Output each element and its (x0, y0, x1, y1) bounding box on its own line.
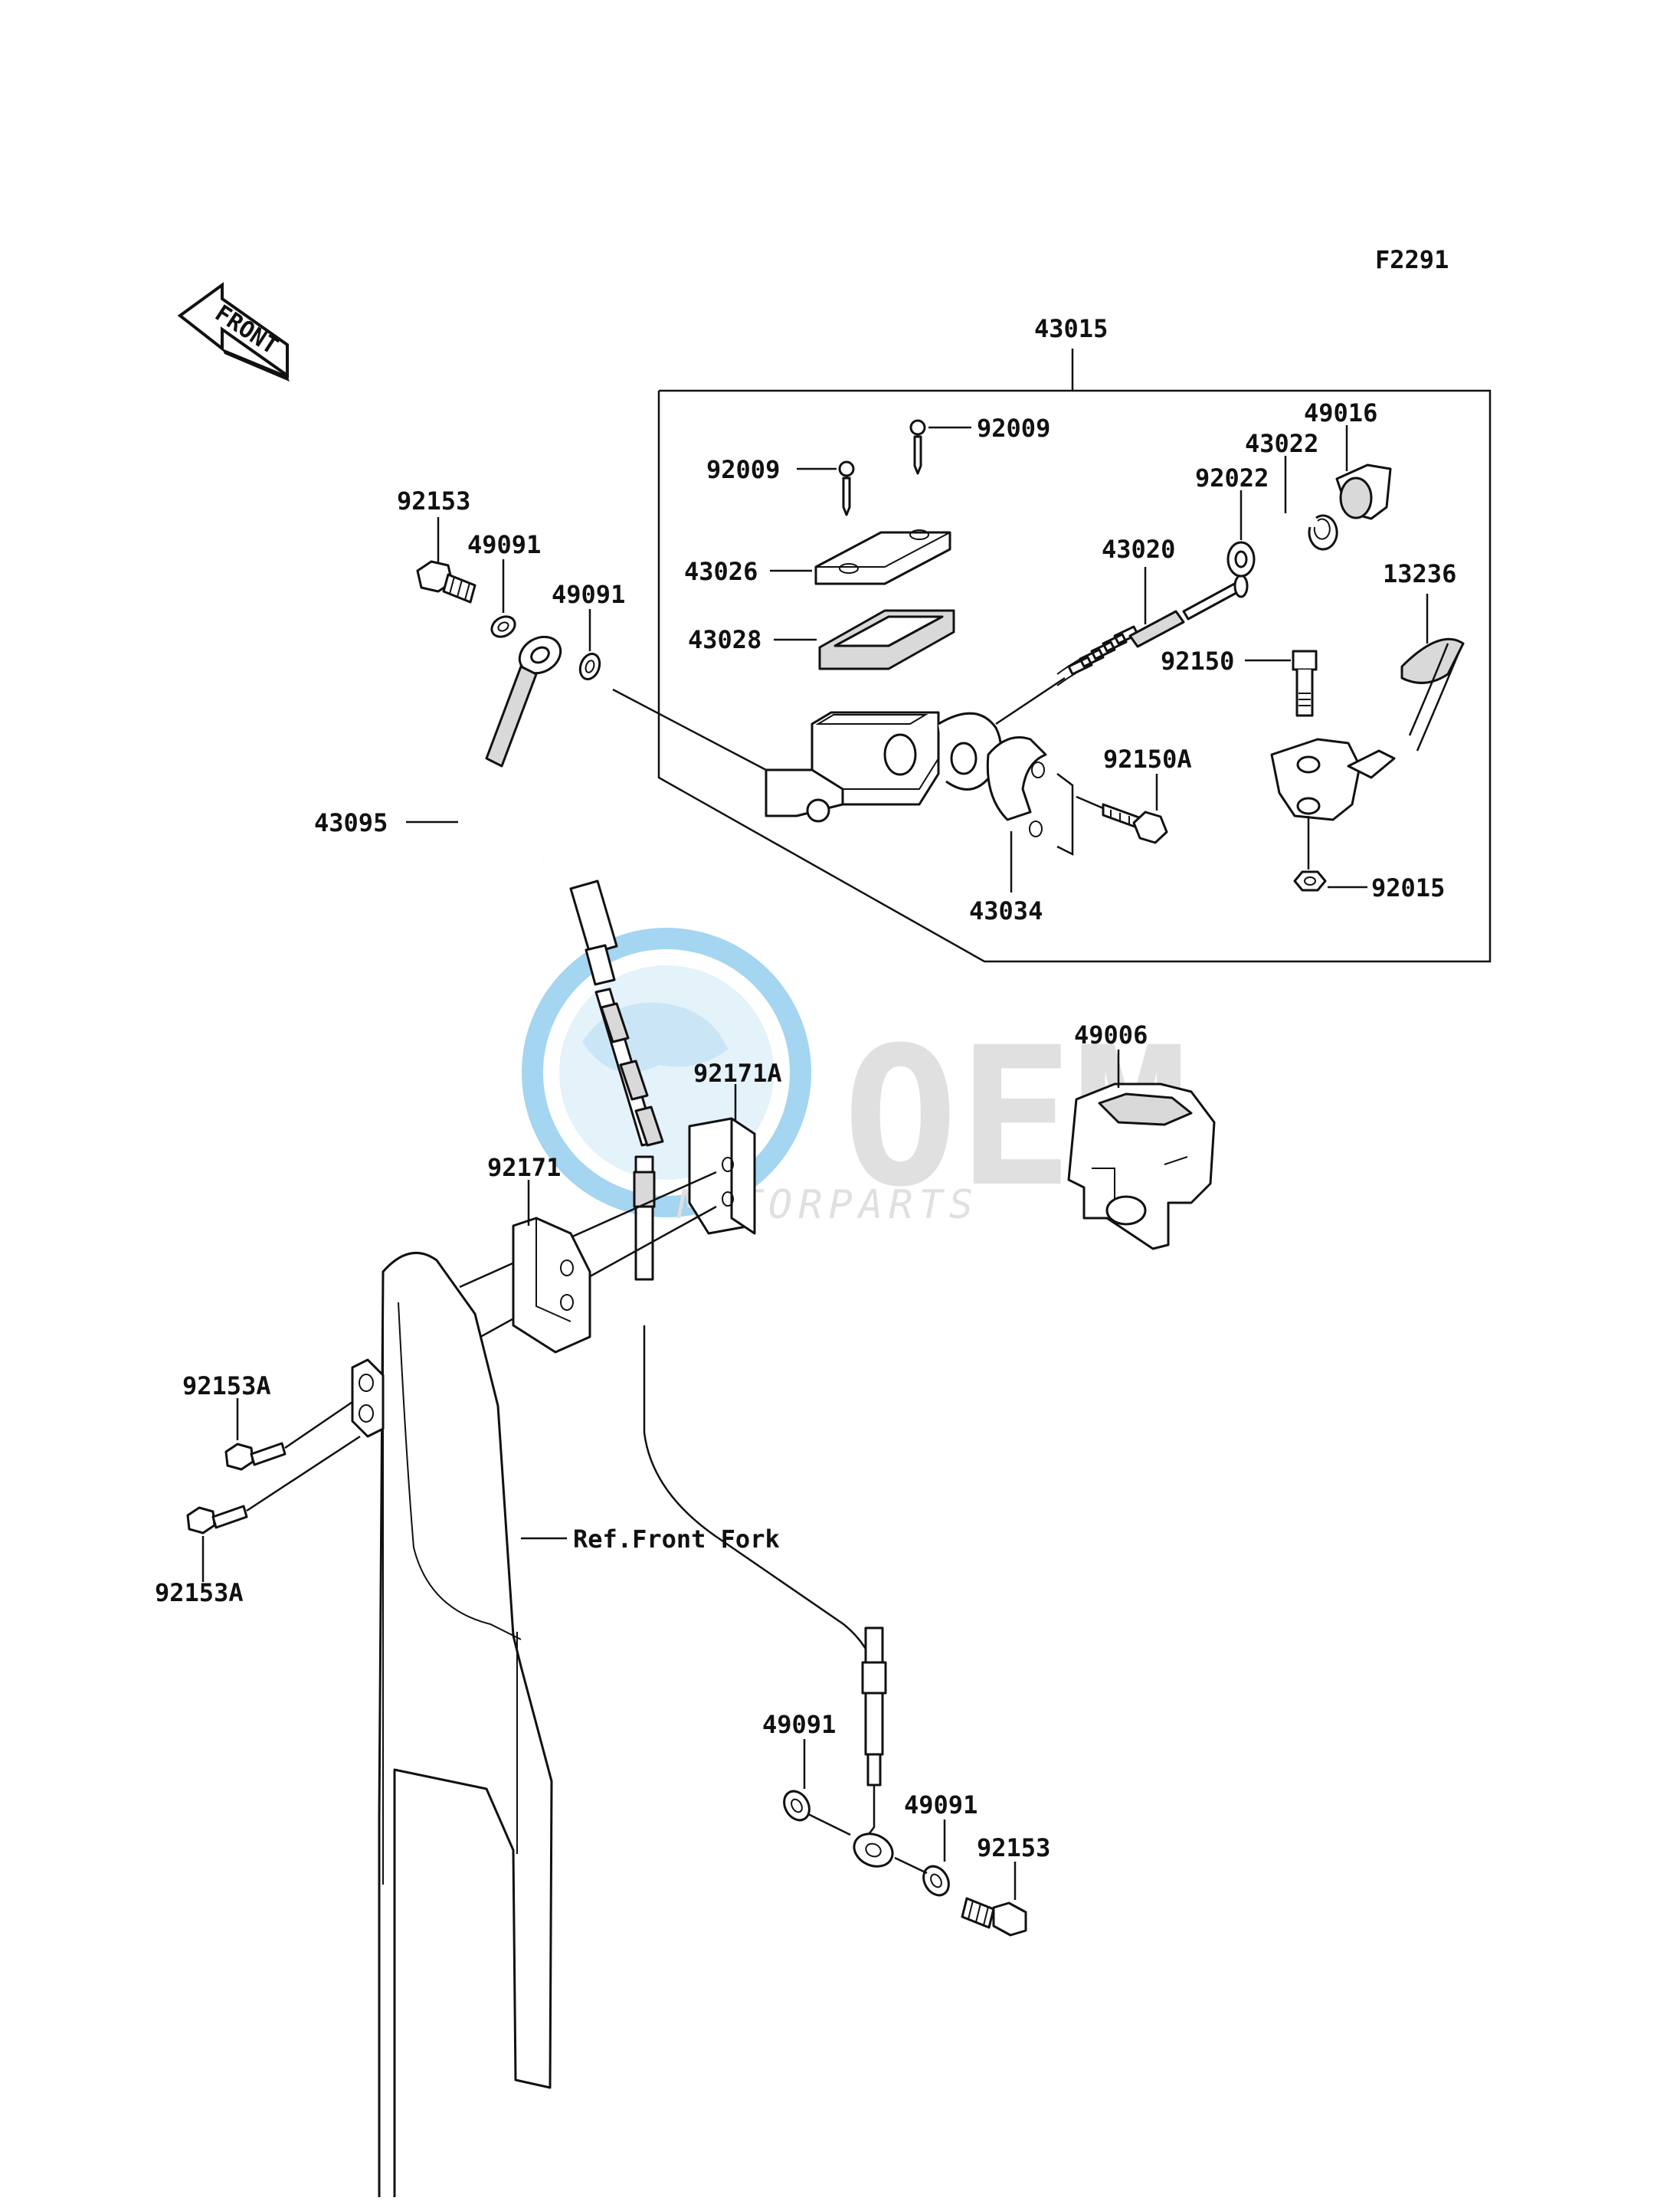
bracket-92171: 92171 (487, 1153, 591, 1354)
label-49016: 49016 (1304, 398, 1377, 427)
gasket-49091-top2: 49091 (552, 580, 625, 680)
label-43022: 43022 (1245, 429, 1318, 458)
gasket-49091-bot2: 49091 (894, 1790, 978, 1897)
reservoir-cap-43026: 43026 (684, 529, 951, 586)
banjo-bolt-92153-bottom: 92153 (961, 1833, 1050, 1937)
clamp-bolt-92150A: 92150A (1076, 745, 1192, 844)
label-92171A: 92171A (693, 1059, 782, 1088)
brake-hose-43095: 43095 (314, 635, 887, 1787)
label-49091-bot2: 49091 (904, 1790, 978, 1819)
piston-assembly-43020: 43020 (1056, 535, 1249, 686)
boot-49016: 49016 (1304, 398, 1392, 520)
washer-92022: 92022 (1195, 463, 1269, 578)
front-fork: Ref.Front Fork (351, 1251, 780, 2201)
label-43034: 43034 (969, 896, 1043, 925)
diaphragm-43028: 43028 (688, 609, 955, 670)
label-92009-right: 92009 (977, 414, 1050, 443)
label-92171: 92171 (487, 1153, 561, 1182)
brake-lever-13236: 13236 (1270, 559, 1465, 821)
label-92022: 92022 (1195, 463, 1269, 493)
gasket-49091-bot1: 49091 (762, 1710, 851, 1836)
watermark-globe-ring (522, 928, 811, 1217)
label-ref-front-fork: Ref.Front Fork (573, 1525, 780, 1554)
bolt-92153A-upper: 92153A (182, 1371, 353, 1471)
master-cylinder-body (612, 676, 1066, 823)
gasket-49091-top1: 49091 (467, 530, 541, 638)
label-49091-top2: 49091 (552, 580, 625, 609)
label-92153-top: 92153 (397, 486, 470, 516)
label-43028: 43028 (688, 625, 761, 654)
pivot-bolt-92150: 92150 (1161, 647, 1318, 717)
circlip-43022: 43022 (1245, 429, 1338, 551)
front-arrow-icon: FRONT (177, 282, 290, 382)
bracket-92171A: 92171A (459, 1059, 782, 1350)
screw-92009-left: 92009 (706, 455, 855, 516)
figure-code: F2291 (1375, 245, 1449, 274)
label-43095: 43095 (314, 808, 388, 837)
label-49006: 49006 (1074, 1020, 1148, 1050)
label-43015: 43015 (1034, 314, 1108, 343)
label-49091-top1: 49091 (467, 530, 541, 559)
label-92153A-upper: 92153A (182, 1371, 271, 1400)
label-92153A-lower: 92153A (155, 1578, 244, 1607)
label-92150A: 92150A (1103, 745, 1192, 774)
banjo-bolt-92153-top: 92153 (397, 486, 476, 604)
label-43020: 43020 (1102, 535, 1175, 564)
label-49091-bot1: 49091 (762, 1710, 836, 1739)
banjo-fitting-bottom (853, 1785, 894, 1868)
label-43026: 43026 (684, 557, 758, 586)
label-92150: 92150 (1161, 647, 1234, 676)
nut-92015: 92015 (1293, 816, 1445, 902)
screw-92009-right: 92009 (909, 414, 1050, 475)
lever-cover-49006: 49006 (1067, 1020, 1216, 1250)
label-92015: 92015 (1371, 873, 1445, 902)
bolt-92153A-lower: 92153A (155, 1435, 361, 1607)
clamp-43034: 43034 (969, 736, 1074, 925)
label-13236: 13236 (1383, 559, 1456, 588)
label-92153-bottom: 92153 (977, 1833, 1050, 1862)
label-92009-left: 92009 (706, 455, 780, 484)
